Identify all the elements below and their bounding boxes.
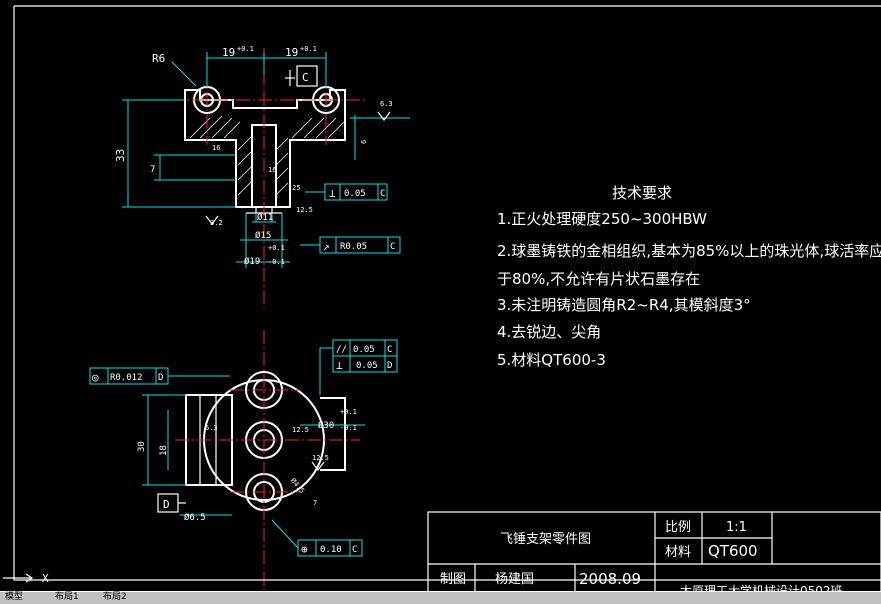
svg-text:-0.1: -0.1 [340, 424, 357, 432]
svg-text:C: C [352, 545, 357, 555]
gdt-concentricity-frame[interactable]: ◎ R0.012 D [89, 367, 230, 385]
svg-text:0.10: 0.10 [320, 545, 342, 555]
gdt-runout-frame[interactable]: ↗ R0.05 C [300, 236, 401, 254]
tech-item-2b: 于80%,不允许有片状石墨存在 [497, 270, 700, 288]
svg-text:12.5: 12.5 [292, 426, 309, 434]
svg-text:7: 7 [313, 499, 317, 507]
tab-model[interactable]: 模型 [5, 592, 24, 602]
sheet-border [13, 5, 881, 581]
svg-text:C: C [390, 242, 395, 252]
tech-item-1: 1.正火处理硬度250~300HBW [497, 210, 707, 228]
dim-d19: Ø19 [244, 256, 260, 267]
tab-layout1[interactable]: 布局1 [55, 592, 79, 602]
svg-text:⊥: ⊥ [329, 187, 336, 200]
dim-19-right: 19 [285, 46, 298, 59]
svg-text:6: 6 [360, 140, 368, 144]
svg-text:⊥: ⊥ [336, 359, 343, 372]
svg-text:D: D [387, 361, 392, 371]
svg-text:0.05: 0.05 [344, 189, 366, 199]
material-label: 材料 [665, 545, 691, 560]
svg-text:↗: ↗ [323, 240, 330, 253]
svg-text:C: C [380, 189, 385, 199]
svg-text:X: X [42, 572, 49, 585]
tech-item-2: 2.球墨铸铁的金相组织,基本为85%以上的珠光体,球活率应大 [497, 242, 881, 260]
svg-text:0.05: 0.05 [356, 361, 378, 371]
svg-text:⊕: ⊕ [301, 543, 308, 556]
dim-d15: Ø15 [255, 230, 271, 241]
tech-item-3: 3.未注明铸造圆角R2~R4,其模斜度3° [497, 296, 751, 314]
dim-r6: R6 [152, 52, 165, 65]
dim-33: 33 [114, 149, 127, 162]
gdt-position-frame[interactable]: ⊕ 0.10 C [271, 519, 363, 557]
svg-text:12.5: 12.5 [296, 206, 313, 214]
scale-value: 1:1 [726, 520, 747, 535]
gdt-perpendicularity-frame-2[interactable]: ⊥ 0.05 D [332, 355, 398, 373]
material-value: QT600 [708, 542, 758, 560]
tech-title: 技术要求 [612, 184, 672, 202]
dim-d6-5: Ø6.5 [184, 512, 206, 523]
tech-item-5: 5.材料QT600-3 [497, 351, 606, 369]
part-name: 飞锤支架零件图 [500, 532, 591, 547]
svg-text:+0.1: +0.1 [268, 244, 285, 252]
svg-text:12.5: 12.5 [312, 454, 329, 462]
svg-text:0.05: 0.05 [353, 345, 375, 355]
datum-c-marker[interactable]: C [285, 65, 318, 87]
svg-text:R0.05: R0.05 [340, 242, 367, 252]
dim-30: 30 [137, 441, 147, 452]
technical-requirements: 技术要求 1.正火处理硬度250~300HBW 2.球墨铸铁的金相组织,基本为8… [497, 184, 881, 369]
datum-d-marker[interactable]: D [157, 493, 186, 513]
drawn-name: 杨建国 [495, 572, 534, 587]
title-block: 飞锤支架零件图 比例 1:1 材料 QT600 制图 杨建国 2008.09 太… [427, 511, 881, 598]
top-section-view [170, 48, 365, 308]
dim-d30: Ø30 [318, 420, 334, 431]
svg-text:6.3: 6.3 [205, 424, 218, 432]
top-view-dimensions: 19 +0.1 19 +0.1 R6 33 7 6 6.3 Ø11 Ø15 Ø1… [114, 45, 410, 268]
svg-text:C: C [387, 345, 392, 355]
svg-text:R0.012: R0.012 [110, 373, 143, 383]
bottom-plan-view [175, 330, 360, 590]
svg-text:◎: ◎ [92, 371, 99, 384]
dim-d11: Ø11 [257, 212, 273, 223]
svg-text:+0.1: +0.1 [300, 45, 317, 53]
svg-text:+0.1: +0.1 [237, 45, 254, 53]
roughness-3-2: 3.2 [210, 219, 223, 227]
gdt-perpendicularity-frame[interactable]: ⊥ 0.05 C [305, 183, 388, 201]
svg-text:16: 16 [268, 166, 276, 174]
dim-18: 18 [159, 445, 169, 456]
drawn-label: 制图 [440, 572, 466, 587]
dim-19-left: 19 [222, 46, 235, 59]
svg-text:D: D [158, 373, 163, 383]
svg-text:25: 25 [292, 184, 300, 192]
svg-text://: // [336, 345, 347, 355]
drawing-date: 2008.09 [579, 570, 641, 588]
tab-layout2[interactable]: 布局2 [103, 592, 127, 602]
scale-label: 比例 [665, 520, 691, 535]
svg-text:D: D [163, 498, 170, 511]
layout-tab-bar: 模型 布局1 布局2 [0, 591, 881, 604]
ucs-icon: X [3, 572, 49, 585]
svg-text:+0.1: +0.1 [340, 408, 357, 416]
roughness-6-3: 6.3 [380, 100, 393, 108]
svg-text:16: 16 [212, 144, 220, 152]
svg-text:-0.1: -0.1 [268, 258, 285, 266]
tech-item-4: 4.去锐边、尖角 [497, 323, 601, 341]
svg-text:C: C [302, 71, 309, 84]
dim-7: 7 [150, 165, 155, 175]
